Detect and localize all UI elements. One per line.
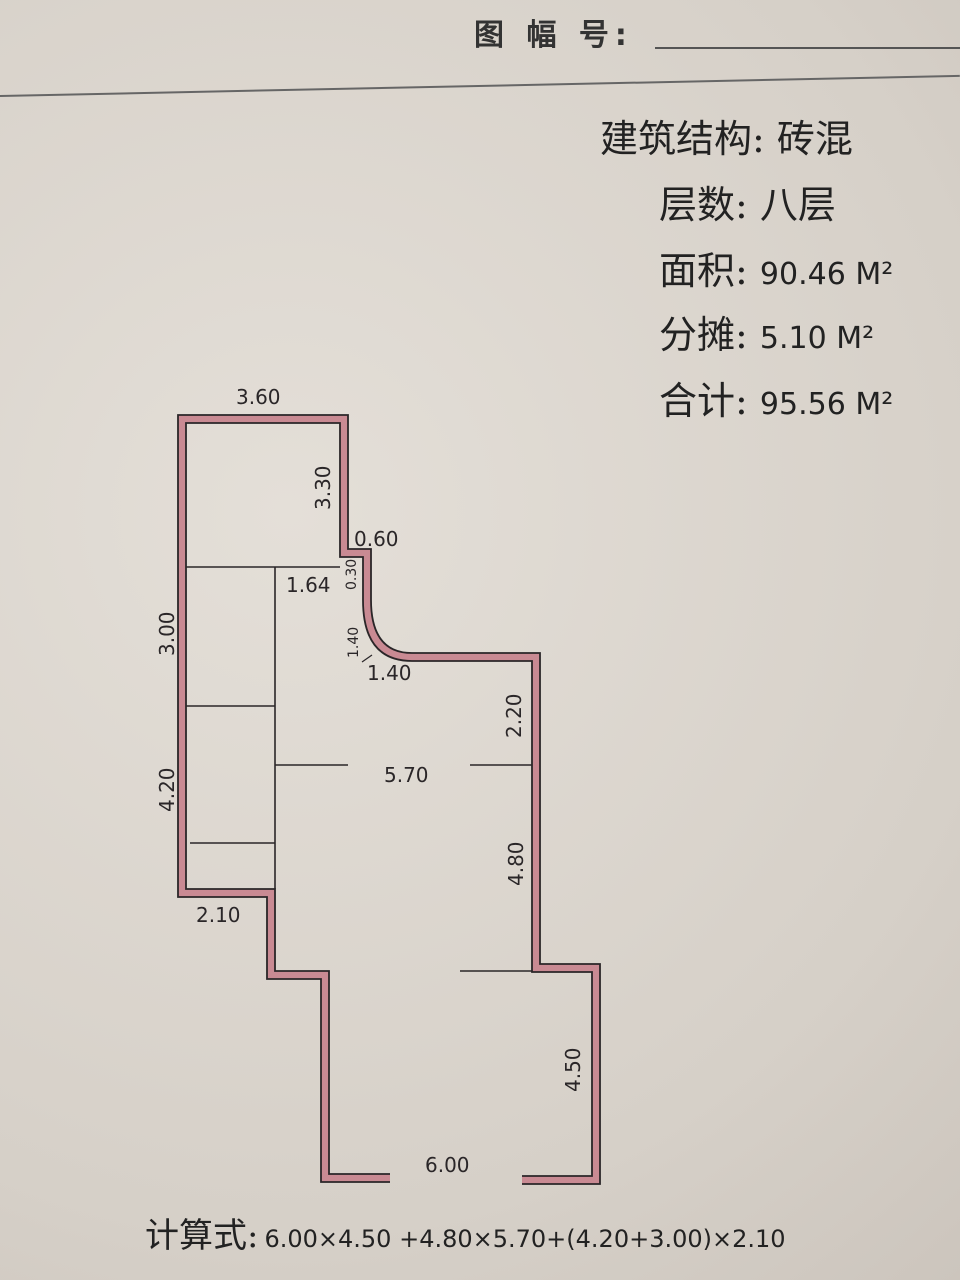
calculation-formula: 计算式:6.00×4.50 +4.80×5.70+(4.20+3.00)×2.1…: [145, 1208, 786, 1257]
wall-outline-inner: [185, 422, 593, 1177]
dim-curve-vertical: 1.40: [346, 627, 362, 658]
dim-bottom-left-step: 2.10: [196, 903, 241, 927]
info-structure-row: 建筑结构: 砖混: [600, 108, 853, 163]
shared-value: 5.10 M²: [759, 321, 875, 356]
dim-left-lower: 4.20: [155, 767, 179, 812]
info-area-row: 面积: 90.46 M²: [659, 240, 893, 295]
formula-expression: 6.00×4.50 +4.80×5.70+(4.20+3.00)×2.10: [264, 1225, 786, 1253]
dim-curve-horizontal: 1.40: [367, 661, 412, 685]
floors-value: 八层: [759, 183, 836, 227]
dim-upper-right: 3.30: [311, 465, 335, 510]
total-label: 合计:: [659, 379, 748, 423]
dim-notch-side: 0.30: [344, 559, 360, 590]
dim-bottom-right: 4.50: [561, 1047, 585, 1092]
curve-dim-tick: [361, 654, 373, 663]
info-floors-row: 层数: 八层: [659, 174, 836, 229]
dim-right-mid: 2.20: [502, 693, 526, 738]
wall-outline-fill: [178, 415, 600, 1184]
dim-right-lower: 4.80: [504, 841, 528, 886]
dim-inner-width: 1.64: [286, 573, 331, 597]
info-shared-row: 分摊: 5.10 M²: [659, 304, 874, 359]
sheet-number-underline: [655, 47, 960, 49]
dim-notch-top: 0.60: [354, 527, 399, 551]
structure-value: 砖混: [776, 117, 853, 161]
dim-bottom-width: 6.00: [425, 1153, 470, 1177]
total-value: 95.56 M²: [759, 387, 894, 422]
sheet-number-label: 图 幅 号:: [474, 18, 633, 53]
dim-left-upper: 3.00: [155, 611, 179, 656]
structure-label: 建筑结构:: [600, 117, 765, 161]
dim-center-width: 5.70: [384, 763, 429, 787]
formula-label: 计算式:: [145, 1216, 259, 1256]
dim-top-width: 3.60: [236, 385, 281, 409]
area-value: 90.46 M²: [759, 257, 894, 292]
info-total-row: 合计: 95.56 M²: [659, 370, 893, 425]
shared-label: 分摊:: [659, 313, 748, 357]
wall-outline-outer: [177, 414, 601, 1185]
area-label: 面积:: [659, 249, 748, 293]
floors-label: 层数:: [659, 183, 748, 227]
